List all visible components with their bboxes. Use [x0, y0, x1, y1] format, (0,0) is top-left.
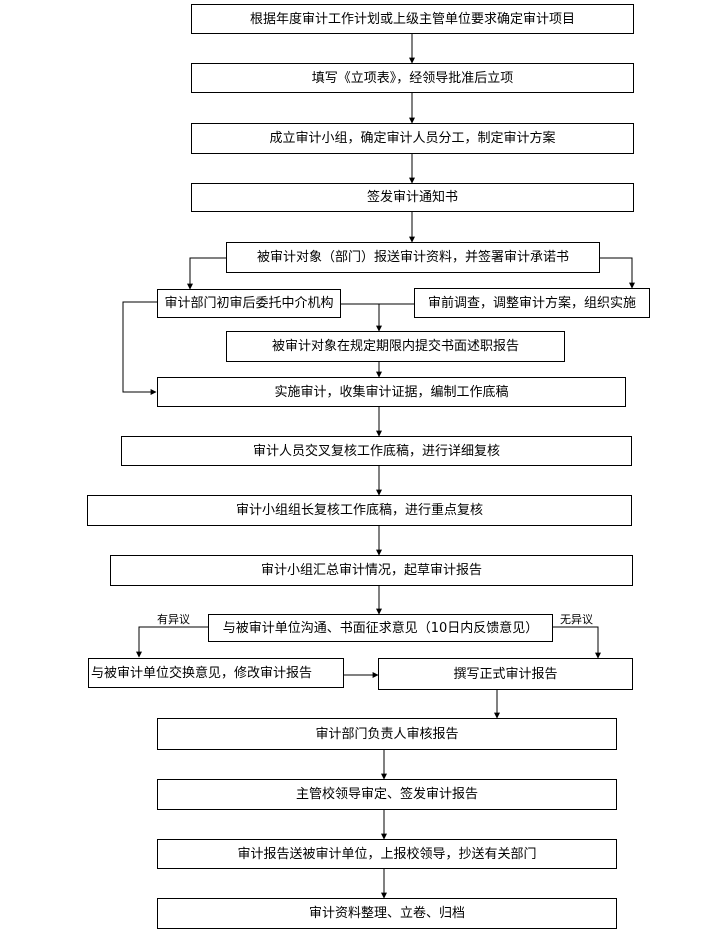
step-4-issue-notice: 签发审计通知书: [191, 183, 634, 212]
step-12-text: 与被审计单位沟通、书面征求意见（10日内反馈意见）: [222, 620, 539, 636]
step-16-distribute-report: 审计报告送被审计单位，上报校领导，抄送有关部门: [157, 839, 617, 869]
arrow-s6a-s8: [122, 301, 157, 395]
step-12-solicit-opinions: 与被审计单位沟通、书面征求意见（10日内反馈意见）: [208, 614, 553, 642]
step-11-draft-report: 审计小组汇总审计情况，起草审计报告: [110, 555, 633, 586]
step-17-text: 审计资料整理、立卷、归档: [308, 906, 465, 921]
step-8-conduct-audit: 实施审计，收集审计证据，编制工作底稿: [157, 377, 626, 407]
step-7-text: 被审计对象在规定期限内提交书面述职报告: [271, 339, 519, 354]
step-6a-entrust-agency: 审计部门初审后委托中介机构: [157, 289, 341, 318]
step-15-leader-approval: 主管校领导审定、签发审计报告: [157, 779, 617, 810]
arrow-s12-s13b: [553, 626, 601, 659]
step-14-text: 审计部门负责人审核报告: [315, 726, 459, 742]
step-2-text: 填写《立项表》，经领导批准后立项: [311, 70, 514, 86]
step-15-text: 主管校领导审定、签发审计报告: [295, 787, 478, 802]
step-4-text: 签发审计通知书: [366, 190, 458, 205]
step-13a-exchange-opinions: 与被审计单位交换意见，修改审计报告: [88, 658, 344, 688]
step-6b-pre-audit-survey: 审前调查，调整审计方案，组织实施: [414, 288, 650, 318]
step-10-leader-review: 审计小组组长复核工作底稿，进行重点复核: [87, 495, 632, 526]
arrow-s6a-s7: [341, 303, 382, 332]
step-13b-text: 撰写正式审计报告: [453, 666, 558, 682]
label-has-objection: 有异议: [157, 613, 190, 626]
step-13a-text: 与被审计单位交换意见，修改审计报告: [91, 665, 313, 681]
label-no-objection: 无异议: [560, 613, 593, 626]
arrow-s5-s6a: [187, 257, 226, 290]
step-13b-write-formal-report: 撰写正式审计报告: [378, 658, 633, 690]
step-10-text: 审计小组组长复核工作底稿，进行重点复核: [235, 503, 483, 518]
step-11-text: 审计小组汇总审计情况，起草审计报告: [260, 563, 482, 578]
step-5-text: 被审计对象（部门）报送审计资料，并签署审计承诺书: [256, 250, 569, 265]
step-17-archive: 审计资料整理、立卷、归档: [157, 898, 617, 929]
step-6a-text: 审计部门初审后委托中介机构: [164, 296, 334, 311]
step-7-submit-report: 被审计对象在规定期限内提交书面述职报告: [226, 331, 565, 362]
step-3-form-audit-team: 成立审计小组，确定审计人员分工，制定审计方案: [191, 123, 634, 154]
step-1-text: 根据年度审计工作计划或上级主管单位要求确定审计项目: [249, 11, 575, 27]
step-3-text: 成立审计小组，确定审计人员分工，制定审计方案: [269, 131, 556, 146]
step-14-head-review: 审计部门负责人审核报告: [157, 718, 617, 750]
step-5-submit-materials: 被审计对象（部门）报送审计资料，并签署审计承诺书: [226, 242, 600, 273]
step-6b-text: 审前调查，调整审计方案，组织实施: [427, 295, 636, 311]
step-2-approval: 填写《立项表》，经领导批准后立项: [191, 63, 634, 93]
arrow-s5-s6b: [600, 257, 635, 289]
step-1-determine-audit-project: 根据年度审计工作计划或上级主管单位要求确定审计项目: [191, 4, 634, 34]
step-16-text: 审计报告送被审计单位，上报校领导，抄送有关部门: [237, 846, 537, 862]
arrow-s12-s13a: [136, 626, 208, 658]
step-9-cross-review: 审计人员交叉复核工作底稿，进行详细复核: [121, 436, 632, 466]
step-9-text: 审计人员交叉复核工作底稿，进行详细复核: [252, 443, 500, 459]
step-8-text: 实施审计，收集审计证据，编制工作底稿: [274, 384, 509, 400]
